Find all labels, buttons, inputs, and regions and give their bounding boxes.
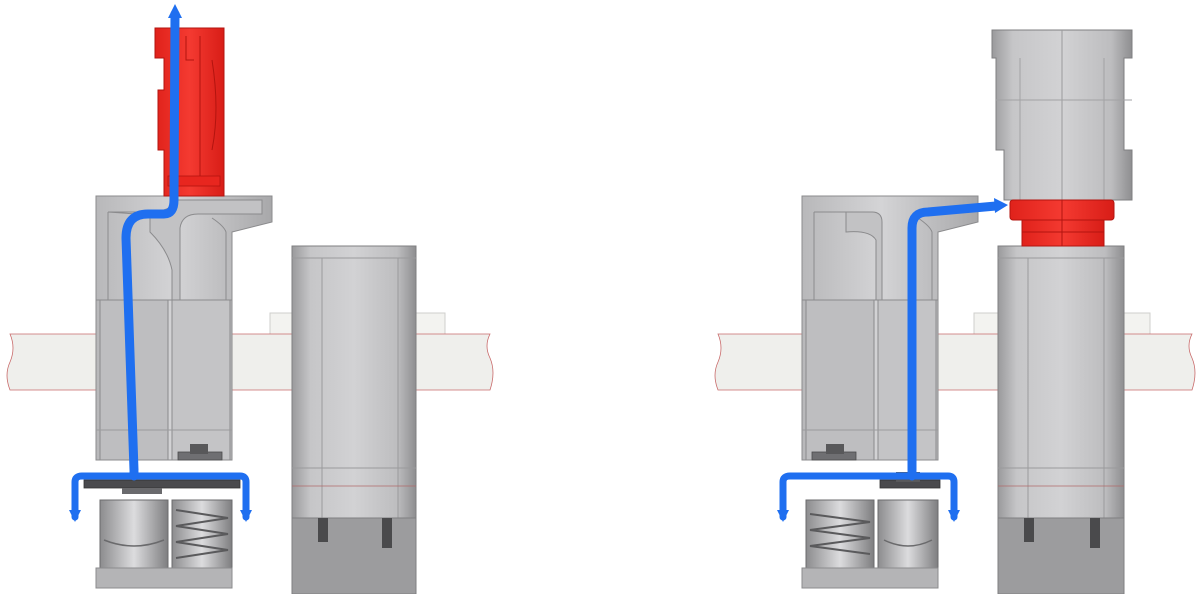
left-actuator-assembly: [83, 444, 241, 589]
right-arrow-head-right: [994, 198, 1008, 213]
left-arrow-head-up: [168, 4, 182, 18]
left-panel: [6, 4, 494, 594]
left-flow-arrow: [71, 9, 250, 521]
right-arrow-head-down-b: [948, 510, 960, 522]
right-actuator-assembly: [801, 444, 941, 589]
right-panel: [714, 29, 1196, 594]
right-companion-column: [997, 245, 1125, 594]
left-valve-body: [95, 195, 273, 461]
right-valve-body: [801, 195, 979, 461]
left-top-cap-red: [154, 27, 225, 197]
left-companion-column: [291, 245, 417, 594]
right-flow-arrow: [779, 201, 1001, 521]
left-arrow-head-down-a: [69, 510, 81, 522]
left-rail: [6, 312, 494, 391]
left-arrow-head-down-b: [240, 510, 252, 522]
right-arrow-head-down-a: [777, 510, 789, 522]
right-top-cap-grey: [991, 29, 1133, 201]
right-collar-ring-red: [1009, 199, 1115, 247]
